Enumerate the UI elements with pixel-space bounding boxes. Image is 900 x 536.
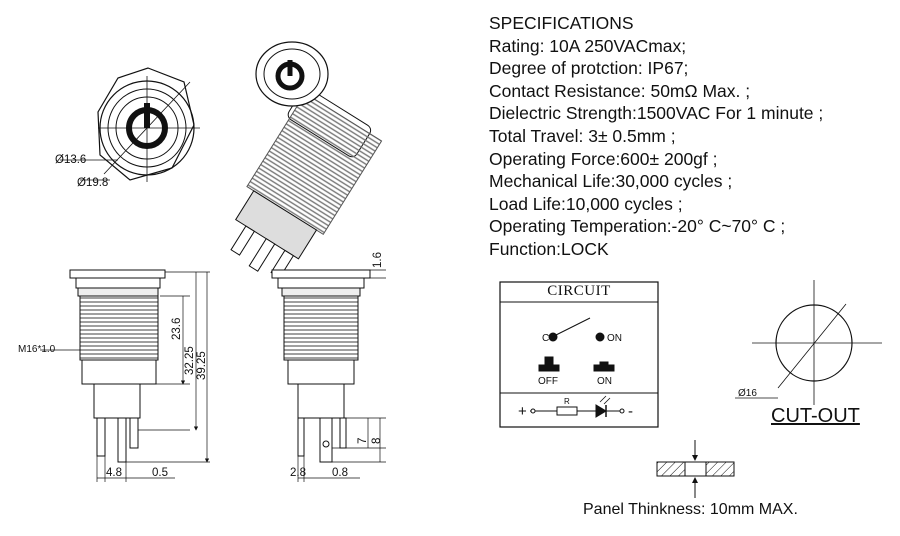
circuit-on-dot	[595, 332, 605, 342]
cutout-dia-label: Ø16	[738, 388, 757, 399]
side-view-left	[40, 269, 210, 482]
spec-line-mechanical-life: Mechanical Life:30,000 cycles ;	[489, 171, 733, 192]
front-dia-outer: Ø19.8	[77, 177, 108, 189]
dim-8: 8	[371, 438, 383, 444]
panel-thickness-note: Panel Thinkness: 10mm MAX.	[583, 501, 798, 518]
spec-line-temperature: Operating Temperation:-20° C~70° C ;	[489, 216, 786, 237]
panel-section	[656, 440, 735, 498]
circuit-on-label: ON	[607, 333, 622, 344]
dim-39-25: 39.25	[196, 351, 208, 380]
circuit-off-caption: OFF	[538, 376, 558, 387]
off-button-icon	[544, 356, 554, 366]
dim-4-8: 4.8	[106, 467, 122, 479]
dim-0-5: 0.5	[152, 467, 168, 479]
specifications-block: SPECIFICATIONS Rating: 10A 250VACmax; De…	[489, 12, 823, 261]
cutout-diagram	[735, 280, 882, 405]
dim-1-6: 1.6	[372, 252, 384, 268]
thread-spec-label: M16*1.0	[18, 344, 56, 355]
dim-32-25: 32.25	[184, 346, 196, 375]
spec-line-rating: Rating: 10A 250VACmax;	[489, 35, 687, 56]
front-view	[60, 67, 200, 182]
resistor-label: R	[564, 397, 570, 406]
specifications-heading: SPECIFICATIONS	[489, 13, 634, 33]
circuit-plus-sign: +	[518, 403, 527, 420]
spec-line-dielectric: Dielectric Strength:1500VAC For 1 minute…	[489, 103, 824, 124]
circuit-minus-sign: -	[628, 403, 633, 420]
isometric-view	[230, 41, 383, 279]
spec-line-load-life: Load Life:10,000 cycles ;	[489, 193, 683, 214]
side-view-right	[271, 269, 386, 482]
dim-0-8: 0.8	[332, 467, 348, 479]
circuit-box	[499, 281, 659, 428]
circuit-common-dot	[548, 332, 558, 342]
led-diode-icon	[595, 404, 607, 418]
resistor-icon	[556, 406, 578, 416]
front-dia-inner: Ø13.6	[55, 154, 86, 166]
circuit-title: CIRCUIT	[547, 283, 611, 299]
spec-line-contact-resistance: Contact Resistance: 50mΩ Max. ;	[489, 80, 751, 101]
cutout-label: CUT-OUT	[771, 405, 860, 427]
circuit-on-caption: ON	[597, 376, 612, 387]
on-button-icon	[599, 361, 609, 366]
spec-line-function: Function:LOCK	[489, 238, 609, 259]
hex-nut-outline	[97, 67, 195, 181]
dim-2-8: 2.8	[290, 467, 306, 479]
dim-23-6: 23.6	[171, 318, 183, 340]
circuit-c-label: C	[542, 333, 549, 344]
switch-blade	[555, 317, 591, 336]
spec-line-travel: Total Travel: 3± 0.5mm ;	[489, 125, 676, 146]
dim-7: 7	[357, 438, 369, 444]
spec-line-force: Operating Force:600± 200gf ;	[489, 148, 718, 169]
spec-line-protection: Degree of protction: IP67;	[489, 58, 689, 79]
